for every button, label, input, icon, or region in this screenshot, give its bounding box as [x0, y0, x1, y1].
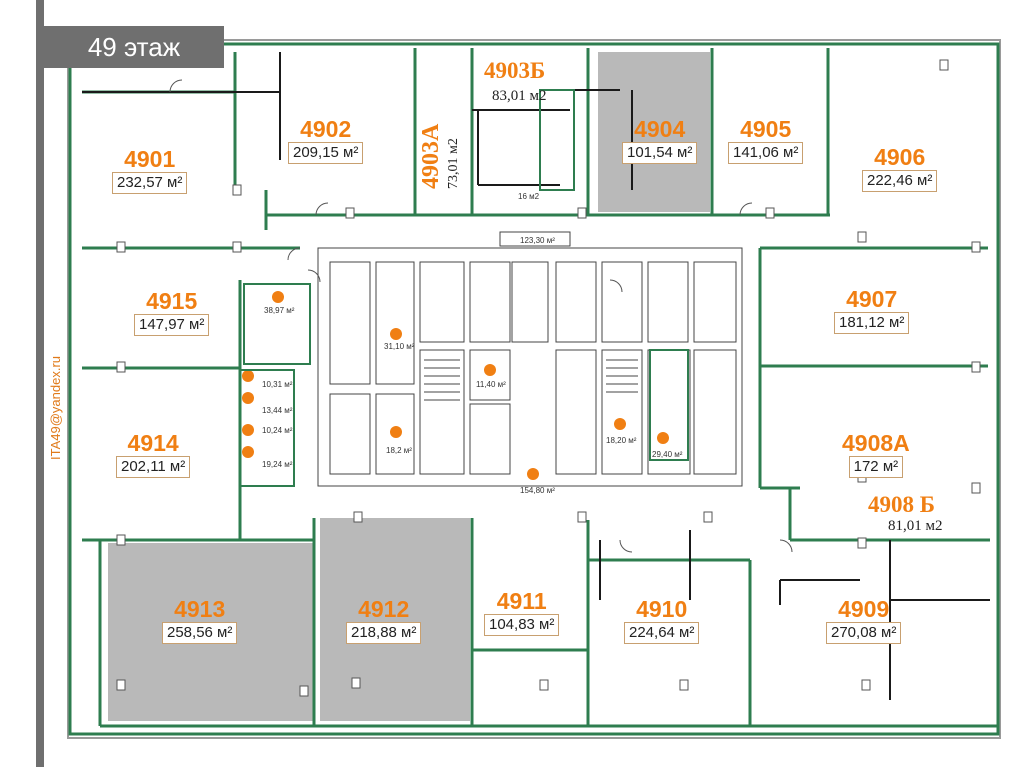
- unit-area: 181,12 м²: [834, 312, 910, 334]
- unit-area: 222,46 м²: [862, 170, 938, 192]
- unit-number: 4915: [146, 288, 198, 314]
- unit-number: 4909: [838, 596, 890, 622]
- unit-number: 4907: [846, 286, 898, 312]
- unit-area: 209,15 м²: [288, 142, 364, 164]
- unit-area: 147,97 м²: [134, 314, 210, 336]
- room-area-label: 31,10 м²: [384, 342, 415, 351]
- unit-number: 4904: [634, 116, 686, 142]
- building-core: [317, 231, 743, 487]
- unit-number: 4912: [358, 596, 410, 622]
- doors: [169, 79, 793, 553]
- room-area-label: 10,24 м²: [262, 426, 293, 435]
- unit-area: 202,11 м²: [116, 456, 191, 478]
- unit-area: 73,01 м2: [446, 138, 461, 189]
- room-area-label: 11,40 м²: [476, 380, 506, 389]
- unit-4909[interactable]: 4909 270,08 м²: [826, 596, 902, 644]
- unit-number: 4914: [127, 430, 179, 456]
- unit-area: 101,54 м²: [622, 142, 698, 164]
- unit-number: 4902: [300, 116, 352, 142]
- unit-4912-fill: [320, 518, 470, 721]
- unit-4905[interactable]: 4905 141,06 м²: [728, 116, 804, 164]
- unit-4901[interactable]: 4901 232,57 м²: [112, 146, 188, 194]
- unit-4914[interactable]: 4914 202,11 м²: [116, 430, 191, 478]
- unit-area: 141,06 м²: [728, 142, 804, 164]
- unit-number: 4911: [496, 588, 547, 614]
- unit-4915[interactable]: 4915 147,97 м²: [134, 288, 210, 336]
- unit-4908b-area: 81,01 м2: [888, 518, 943, 534]
- unit-4902[interactable]: 4902 209,15 м²: [288, 116, 364, 164]
- room-area-label: 16 м2: [518, 192, 540, 201]
- unit-4908a[interactable]: 4908А 172 м²: [842, 430, 910, 478]
- unit-number: 4913: [174, 596, 226, 622]
- unit-number: 4901: [124, 146, 176, 172]
- internal-walls: [82, 52, 990, 700]
- floor-label: 49 этаж: [44, 26, 224, 68]
- room-area-label: 38,97 м²: [264, 306, 295, 315]
- unit-4906[interactable]: 4906 222,46 м²: [862, 144, 938, 192]
- contact-email-text: ITA49@yandex.ru: [48, 355, 63, 460]
- left-margin-bar: [36, 0, 44, 767]
- unit-4903b[interactable]: 4903Б: [484, 58, 545, 84]
- unit-area: 232,57 м²: [112, 172, 188, 194]
- room-area-label: 18,20 м²: [606, 436, 637, 445]
- unit-4913[interactable]: 4913 258,56 м²: [162, 596, 238, 644]
- unit-4908b[interactable]: 4908 Б: [868, 492, 935, 518]
- room-area-label: 154,80 м²: [520, 486, 555, 495]
- unit-4910[interactable]: 4910 224,64 м²: [624, 596, 700, 644]
- unit-4907[interactable]: 4907 181,12 м²: [834, 286, 910, 334]
- core-room-markers: [242, 291, 669, 480]
- unit-number: 4910: [636, 596, 688, 622]
- contact-email[interactable]: ITA49@yandex.ru: [48, 320, 64, 460]
- unit-area: 258,56 м²: [162, 622, 238, 644]
- unit-4904[interactable]: 4904 101,54 м²: [622, 116, 698, 164]
- columns: [116, 59, 981, 697]
- core-stairs: [424, 359, 638, 401]
- unit-4904-fill: [598, 52, 710, 212]
- unit-number: 4908А: [842, 430, 910, 456]
- room-area-label: 18,2 м²: [386, 446, 412, 455]
- unit-number: 4903Б: [484, 58, 546, 83]
- unit-area: 224,64 м²: [624, 622, 700, 644]
- room-area-label: 10,31 м²: [262, 380, 293, 389]
- unit-number: 4908 Б: [868, 492, 935, 517]
- unit-number: 4905: [740, 116, 792, 142]
- unit-number: 4903А: [418, 123, 444, 189]
- room-area-label: 29,40 м²: [652, 450, 683, 459]
- unit-area: 270,08 м²: [826, 622, 902, 644]
- unit-4911[interactable]: 4911 104,83 м²: [484, 588, 560, 636]
- unit-number: 4906: [874, 144, 926, 170]
- unit-area: 172 м²: [848, 456, 904, 478]
- room-area-label: 123,30 м²: [520, 236, 555, 245]
- outer-wall-green: [68, 42, 1000, 736]
- toilets-block: [239, 89, 689, 487]
- room-area-label: 19,24 м²: [262, 460, 293, 469]
- unit-4912[interactable]: 4912 218,88 м²: [346, 596, 422, 644]
- unit-4903b-area: 83,01 м2: [492, 88, 547, 104]
- unit-4903a[interactable]: 4903А 73,01 м2: [416, 84, 470, 194]
- outer-wall: [67, 39, 1001, 739]
- unit-area: 218,88 м²: [346, 622, 422, 644]
- unit-area: 104,83 м²: [484, 614, 560, 636]
- room-area-label: 13,44 м²: [262, 406, 293, 415]
